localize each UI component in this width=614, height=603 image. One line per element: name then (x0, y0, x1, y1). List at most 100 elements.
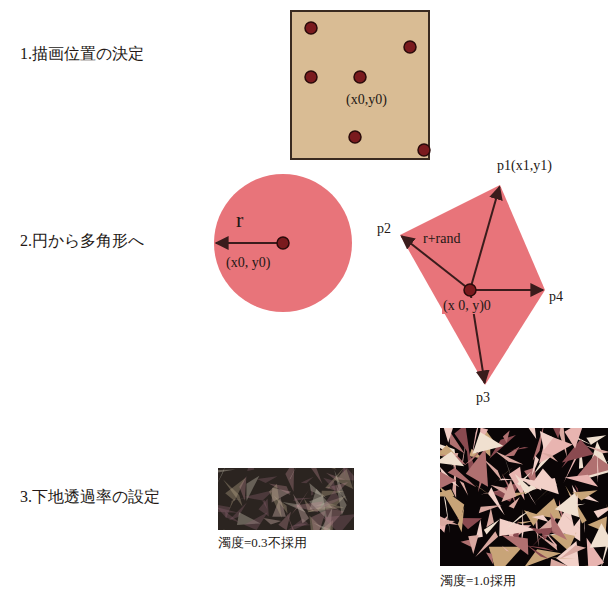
texture-triangle (225, 511, 240, 522)
sample-caption: 濁度=1.0採用 (440, 574, 516, 589)
position-dot (305, 22, 317, 34)
vertex-arrow (476, 289, 543, 291)
circle-fill (214, 174, 352, 312)
texture-triangle (454, 428, 469, 455)
texture-triangle (540, 431, 554, 450)
position-dot (305, 71, 317, 83)
texture-triangle (555, 493, 579, 518)
texture-triangle (311, 510, 326, 530)
center-dot (464, 284, 476, 296)
texture-triangle (506, 510, 530, 529)
texture-triangle (269, 484, 282, 518)
texture-triangle (494, 451, 523, 465)
field-rect (291, 11, 429, 159)
vertex-label: p2 (377, 221, 391, 237)
texture-triangle (542, 487, 557, 497)
vertex-label: p3 (476, 390, 490, 406)
texture-triangle (286, 510, 297, 530)
coordinate-label: r+rand (422, 231, 461, 247)
texture-triangle (565, 475, 599, 487)
texture-triangle (526, 544, 549, 559)
texture-triangle (479, 505, 502, 513)
position-dot (349, 131, 361, 143)
texture-triangle (323, 478, 335, 492)
shape-outline (395, 180, 550, 390)
texture-triangle (606, 503, 608, 517)
shape-outline (213, 173, 353, 313)
texture-triangle (509, 497, 520, 509)
radius-arrow (216, 242, 278, 244)
texture-triangle (515, 477, 541, 491)
texture-triangle (550, 559, 572, 566)
texture-triangle (320, 490, 340, 510)
texture-triangle (574, 494, 578, 510)
texture-triangle (262, 500, 267, 509)
texture-triangle (503, 430, 510, 443)
polygon-fill (400, 185, 545, 385)
position-field: (x0,y0) (290, 10, 430, 160)
texture-triangle (532, 456, 539, 477)
texture-triangle (486, 552, 493, 564)
texture-triangle (223, 529, 243, 530)
texture-triangle (440, 520, 455, 527)
texture-triangle (594, 505, 608, 518)
step-heading: 3.下地透過率の設定 (20, 488, 160, 506)
texture-triangle (501, 535, 528, 555)
texture-triangle (530, 528, 556, 534)
texture-triangle (311, 486, 313, 496)
texture-triangle (586, 435, 606, 445)
texture-triangle (448, 468, 477, 488)
texture-triangle (218, 468, 226, 485)
position-dot (354, 71, 366, 83)
texture-triangle (484, 519, 500, 534)
texture-triangle (293, 498, 314, 501)
coordinate-label: (x 0, y)0 (442, 298, 492, 314)
texture-triangle (301, 477, 314, 484)
texture-triangle (258, 499, 268, 517)
texture-sample (440, 428, 608, 566)
texture-triangle (532, 530, 549, 547)
texture-triangle (596, 440, 598, 482)
step-heading: 1.描画位置の決定 (20, 45, 144, 63)
texture-triangle (532, 515, 549, 522)
texture-triangle (473, 432, 504, 454)
texture-triangle (468, 535, 478, 554)
texture-triangle (502, 545, 509, 551)
texture-triangle (550, 512, 567, 540)
polygon-shape: r+rand (x 0, y)0 (395, 180, 550, 390)
texture-triangle (564, 428, 585, 449)
texture-triangle (263, 518, 281, 525)
texture-triangle (524, 485, 536, 505)
texture-triangle (458, 507, 464, 532)
vertex-label: p1(x1,y1) (497, 158, 552, 174)
texture-triangle (244, 512, 268, 530)
texture-triangle (218, 470, 235, 474)
texture-triangle (323, 508, 343, 530)
texture-triangle (257, 476, 277, 483)
texture-triangle (541, 453, 558, 462)
texture-triangle (590, 523, 608, 548)
radius-label: r (235, 207, 244, 232)
coordinate-label: (x0, y0) (225, 255, 271, 271)
position-dot (404, 41, 416, 53)
shape-outline (290, 10, 430, 160)
texture-triangle (440, 428, 456, 443)
vertex-arrow (472, 187, 500, 284)
texture-triangle (504, 447, 520, 457)
texture-ground (440, 428, 608, 566)
texture-triangle (352, 468, 354, 490)
texture-triangle (309, 468, 322, 484)
sample-caption: 濁度=0.3不採用 (218, 536, 307, 551)
texture-sample (218, 468, 354, 530)
texture-triangle (518, 566, 529, 567)
texture-triangle (510, 447, 529, 451)
texture-triangle (562, 439, 594, 462)
texture-triangle (440, 489, 454, 497)
texture-triangle (501, 480, 516, 502)
texture-triangle (459, 481, 468, 496)
texture-triangle (247, 468, 254, 471)
texture-triangle (223, 479, 243, 507)
texture-triangle (503, 453, 514, 483)
center-dot (277, 237, 289, 249)
